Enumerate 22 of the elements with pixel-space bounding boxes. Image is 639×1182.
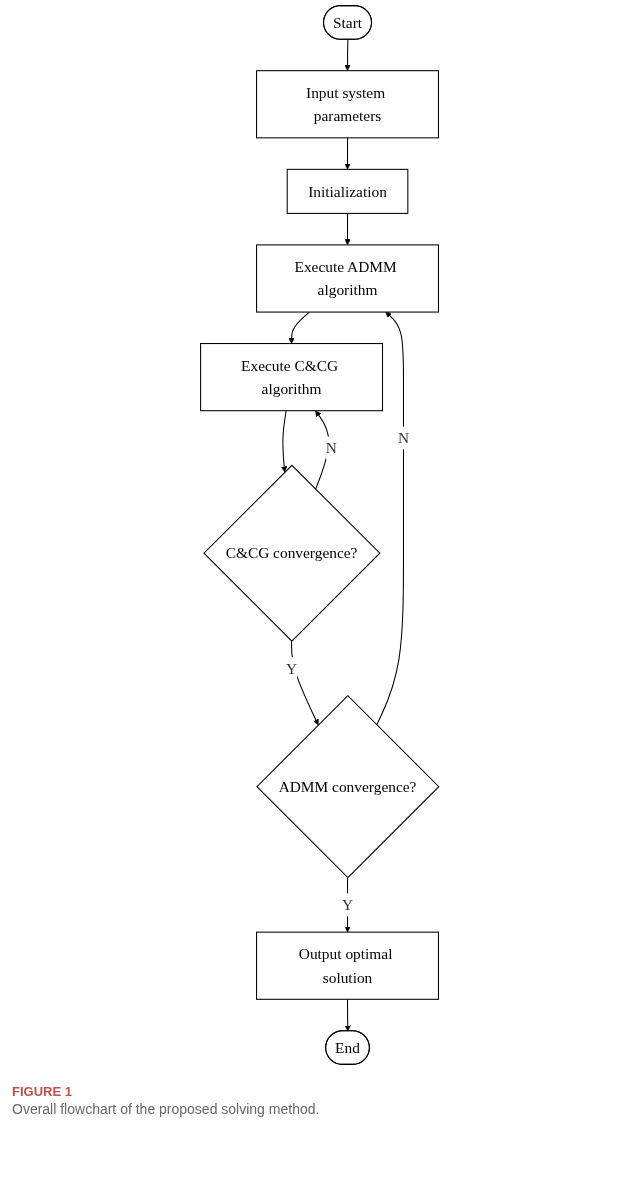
edge-label: N <box>397 429 409 447</box>
node-box: Execute ADMM algorithm <box>255 244 439 313</box>
node-diamond: C&CG convergence? <box>203 464 381 642</box>
arrow <box>314 410 330 490</box>
arrow <box>344 212 351 246</box>
edge-label: Y <box>285 659 297 678</box>
node-box: Output optimal solution <box>255 931 439 1000</box>
figure-label: FIGURE 1 <box>12 1084 73 1099</box>
node-diamond: ADMM convergence? <box>256 694 440 879</box>
node-box: Execute C&CG algorithm <box>199 343 383 412</box>
arrow <box>344 137 351 170</box>
arrow <box>288 311 310 344</box>
arrow <box>280 410 288 473</box>
arrow <box>344 998 351 1032</box>
arrow <box>290 640 319 726</box>
caption: Overall flowchart of the proposed solving method. <box>12 1101 321 1117</box>
arrow <box>344 39 351 71</box>
node-box: Initialization <box>286 168 409 214</box>
node-box: Input system parameters <box>255 70 439 139</box>
arrow <box>376 311 404 726</box>
edge-label: N <box>325 439 337 457</box>
edge-label: Y <box>341 896 353 914</box>
